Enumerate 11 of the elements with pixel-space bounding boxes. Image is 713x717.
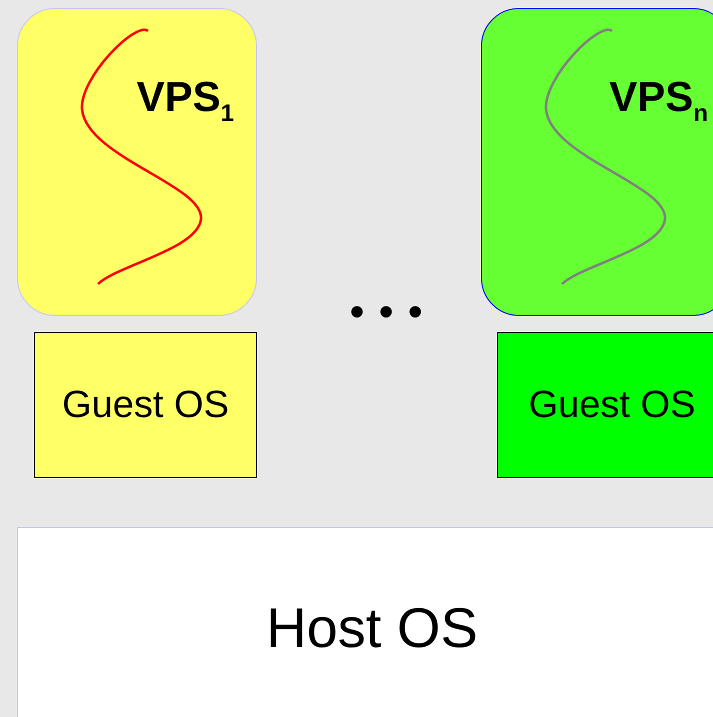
host-os-box <box>17 527 713 717</box>
os-label: Host OS <box>266 594 478 660</box>
vps-title: VPS$_{n}$ <box>609 73 708 121</box>
vps-box <box>17 8 257 316</box>
guest-os-box <box>497 332 713 478</box>
vps-title: VPS$_{1}$ <box>136 73 234 121</box>
ellipsis: • • • <box>350 290 424 335</box>
os-label: Guest OS <box>528 384 696 426</box>
guest-os-box <box>34 332 257 478</box>
vps-box <box>481 8 713 316</box>
os-label: Guest OS <box>62 384 229 426</box>
